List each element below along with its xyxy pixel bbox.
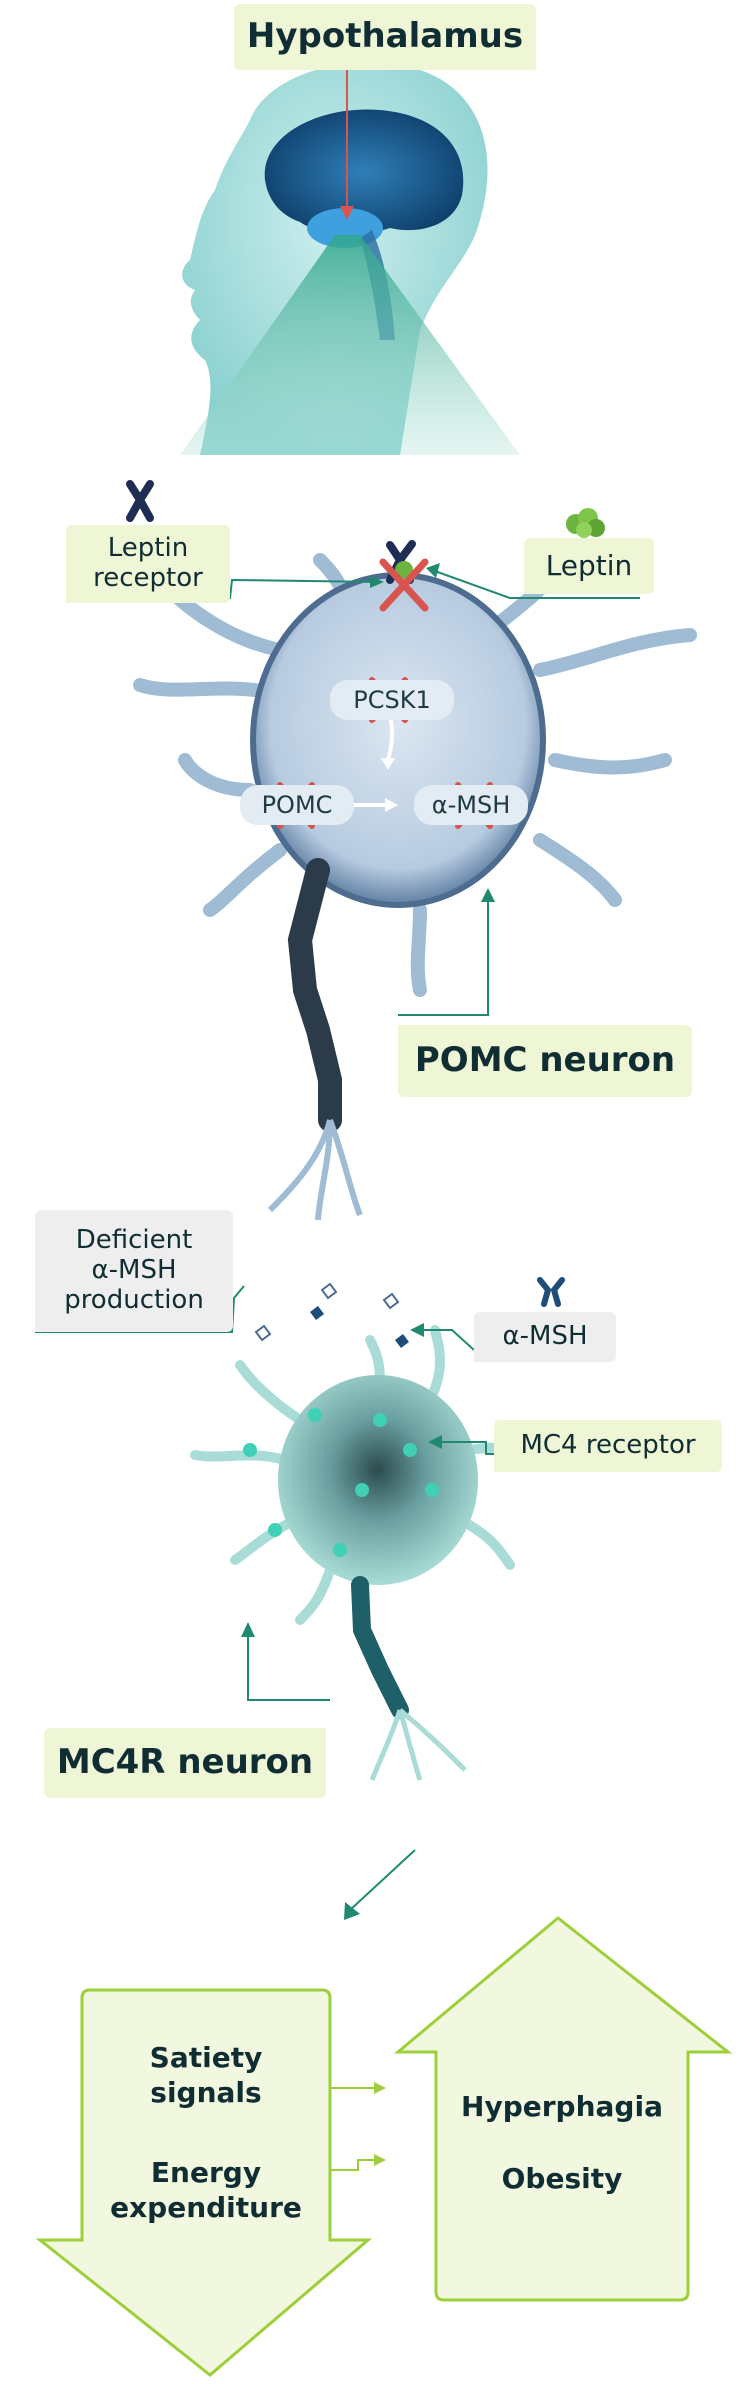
mc4-receptor-label: MC4 receptor <box>494 1420 722 1472</box>
satiety-signals-text: Satiety signals <box>149 2041 263 2109</box>
pomc-pill: POMC <box>240 785 354 825</box>
leptin-connector <box>431 569 640 599</box>
leptin-receptor-label: Leptin receptor <box>66 525 230 603</box>
outcome-pointer-line <box>349 1849 416 1911</box>
energy-link <box>330 2159 374 2171</box>
leptin-receptor-icon <box>126 480 154 522</box>
leptin-label: Leptin <box>524 538 654 594</box>
mc4-receptor-markers <box>243 1408 439 1557</box>
leptin-icon <box>566 508 605 538</box>
mc4r-neuron-illustration <box>35 1282 722 1781</box>
pcsk1-pill: PCSK1 <box>330 680 454 720</box>
amsh-pill: α-MSH <box>414 785 528 825</box>
amsh-label: α-MSH <box>474 1312 616 1362</box>
pomc-soma <box>250 572 546 908</box>
pomc-neuron-connector <box>398 900 489 1016</box>
pomc-axon <box>267 858 363 1221</box>
mc4r-axon <box>351 1576 467 1781</box>
receptor-blocked-x-icon <box>379 558 429 612</box>
amsh-particles <box>254 1282 409 1348</box>
energy-expenditure-text: Energy expenditure <box>110 2156 302 2224</box>
pomc-neuron-label: POMC neuron <box>398 1025 692 1097</box>
amsh-icon <box>537 1277 565 1307</box>
deficient-amsh-label: Deficient α-MSH production <box>35 1210 233 1332</box>
outcome-pointer-arrow <box>344 1902 360 1920</box>
mc4r-soma <box>278 1375 478 1585</box>
deficient-connector <box>35 1285 245 1333</box>
increase-arrow <box>393 1916 733 2302</box>
head-illustration <box>180 38 520 455</box>
obesity-text: Obesity <box>501 2162 623 2195</box>
decrease-arrow <box>35 1988 373 2377</box>
amsh-connector <box>422 1329 475 1351</box>
hyperphagia-text: Hyperphagia <box>461 2090 663 2123</box>
hypothalamus-label: Hypothalamus <box>234 4 536 70</box>
hypothalamus-pointer-arrow <box>340 206 354 220</box>
highlight-beam <box>180 235 520 455</box>
mc4r-neuron-label: MC4R neuron <box>44 1728 326 1798</box>
mc4r-neuron-connector <box>247 1635 330 1701</box>
brain <box>264 109 464 235</box>
outcome-illustration <box>35 1849 733 2377</box>
